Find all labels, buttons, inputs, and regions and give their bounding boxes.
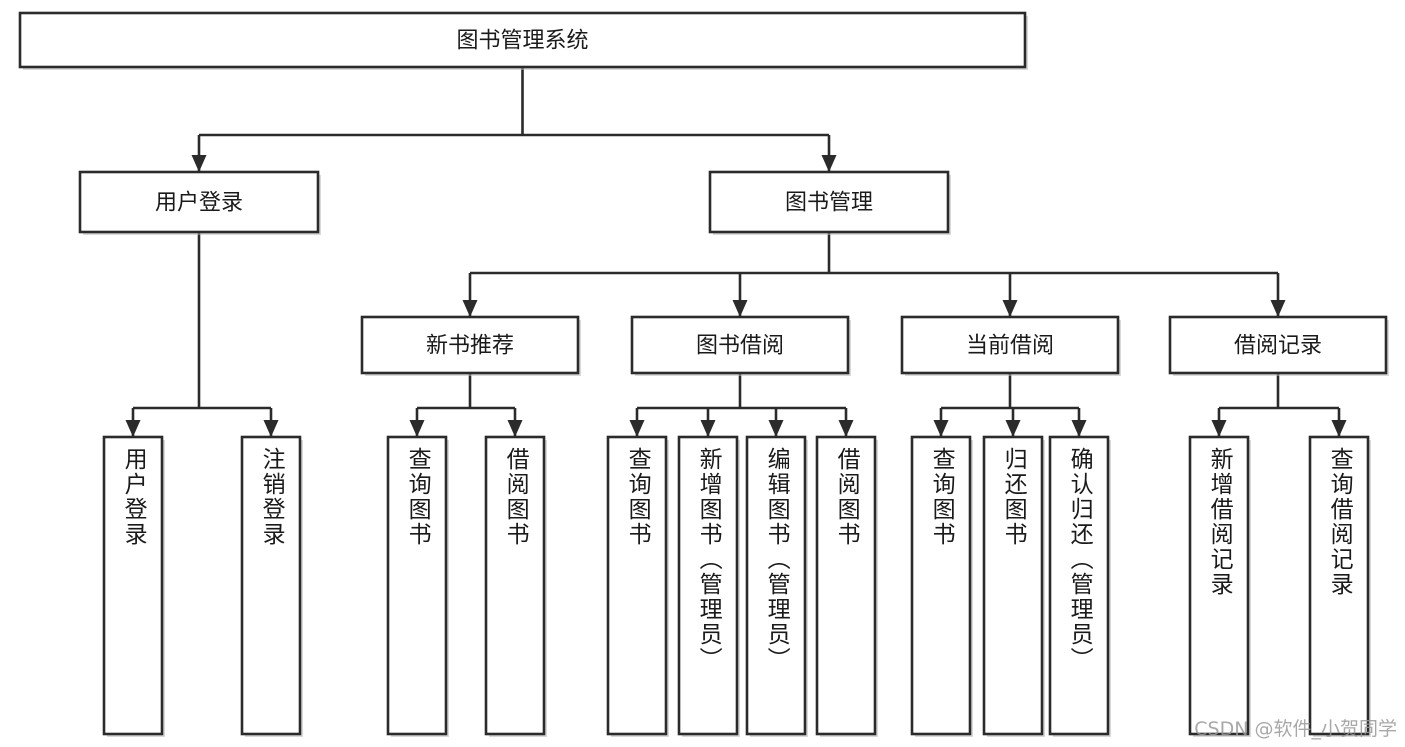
- arrow-head-icon: [1270, 300, 1286, 317]
- arrow-head-icon: [1211, 420, 1227, 437]
- node-label: 新书推荐: [426, 334, 514, 359]
- arrow-head-icon: [821, 155, 837, 172]
- arrow-head-icon: [1005, 420, 1021, 437]
- arrow-head-icon: [507, 420, 523, 437]
- node-label: 图书借阅: [696, 334, 784, 359]
- node-label: 图书管理系统: [456, 29, 588, 54]
- node-leaf-confirm-return[interactable]: [1048, 435, 1111, 737]
- node-label: 当前借阅: [966, 334, 1054, 359]
- node-leaf-borrow-book[interactable]: [815, 435, 878, 737]
- node-leaf-query-borrow-record[interactable]: [1308, 435, 1371, 737]
- node-leaf-add-book[interactable]: [677, 435, 740, 737]
- node-leaf-query-book-recommend[interactable]: [386, 435, 449, 737]
- node-label: 借阅记录: [1234, 334, 1322, 359]
- arrow-head-icon: [191, 155, 207, 172]
- arrow-head-icon: [409, 420, 425, 437]
- arrow-head-icon: [1002, 300, 1018, 317]
- arrow-head-icon: [732, 300, 748, 317]
- arrow-head-icon: [700, 420, 716, 437]
- node-leaf-query-book-borrow[interactable]: [606, 435, 669, 737]
- arrow-head-icon: [768, 420, 784, 437]
- arrow-head-icon: [933, 420, 949, 437]
- node-leaf-query-book-current[interactable]: [910, 435, 973, 737]
- node-leaf-add-borrow-record[interactable]: [1188, 435, 1251, 737]
- node-new-book-recommend[interactable]: 新书推荐: [360, 315, 581, 376]
- arrow-head-icon: [1331, 420, 1347, 437]
- node-book-borrow[interactable]: 图书借阅: [630, 315, 851, 376]
- node-leaf-borrow-book-recommend[interactable]: [484, 435, 547, 737]
- node-leaf-return-book[interactable]: [982, 435, 1045, 737]
- arrow-head-icon: [1071, 420, 1087, 437]
- node-label: 图书管理: [785, 191, 873, 216]
- node-leaf-user-login[interactable]: [102, 435, 165, 737]
- connector-edges: [125, 67, 1347, 437]
- arrow-head-icon: [125, 420, 141, 437]
- arrow-head-icon: [629, 420, 645, 437]
- node-label: 用户登录: [155, 191, 243, 216]
- node-leaf-logout[interactable]: [240, 435, 303, 737]
- node-leaf-edit-book[interactable]: [745, 435, 808, 737]
- node-borrow-record[interactable]: 借阅记录: [1168, 315, 1389, 376]
- arrow-head-icon: [263, 420, 279, 437]
- node-root[interactable]: 图书管理系统: [18, 11, 1028, 70]
- node-book-management[interactable]: 图书管理: [708, 170, 951, 235]
- node-user-login[interactable]: 用户登录: [78, 170, 321, 235]
- arrow-head-icon: [462, 300, 478, 317]
- arrow-head-icon: [838, 420, 854, 437]
- node-current-borrow[interactable]: 当前借阅: [900, 315, 1121, 376]
